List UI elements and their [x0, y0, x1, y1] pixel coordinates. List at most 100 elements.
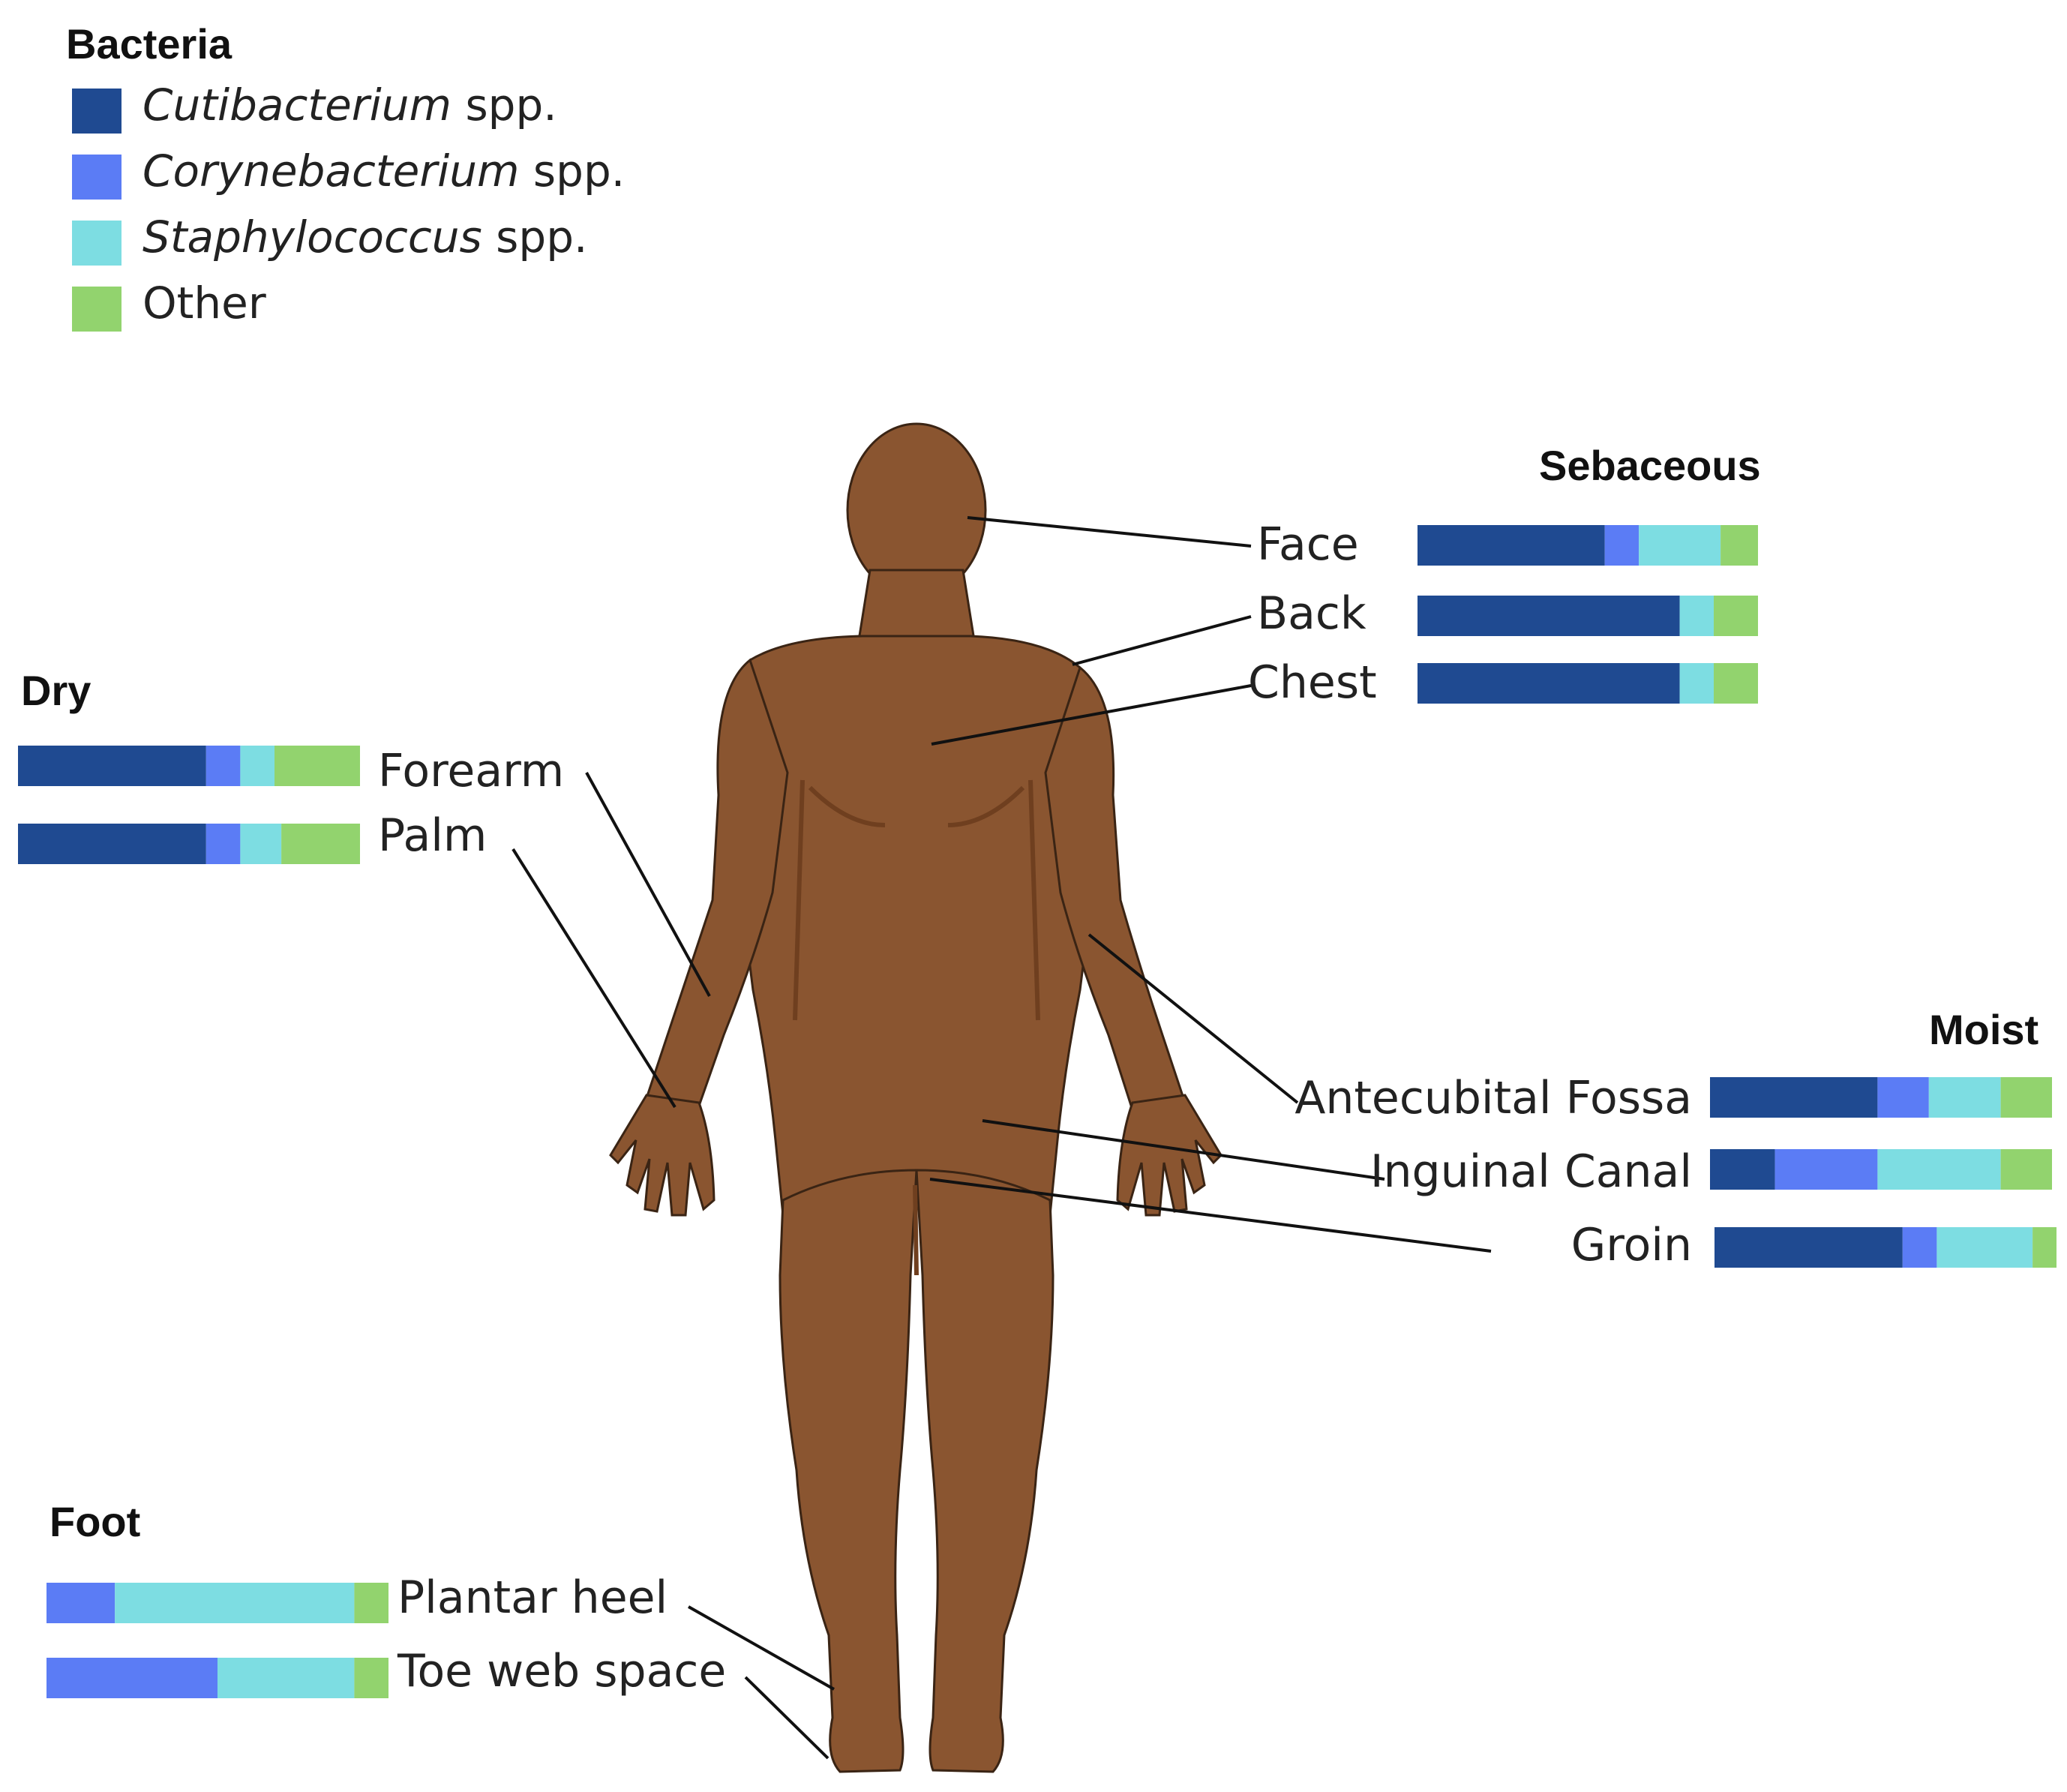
- bar-segment-inguinal-canal-other: [2000, 1149, 2052, 1190]
- site-label-chest: Chest: [1248, 656, 1377, 709]
- body-hand-right: [1116, 1094, 1222, 1217]
- bar-segment-back-staphylococcus: [1679, 596, 1714, 636]
- bar-antecubital-fossa: [1710, 1077, 2052, 1118]
- bar-segment-back-cutibacterium: [1418, 596, 1680, 636]
- shade-chest-left: [808, 785, 886, 827]
- bar-segment-inguinal-canal-corynebacterium: [1774, 1149, 1878, 1190]
- bar-segment-antecubital-fossa-other: [2000, 1077, 2052, 1118]
- bar-segment-face-other: [1720, 525, 1758, 566]
- bar-segment-forearm-corynebacterium: [206, 746, 241, 786]
- body-shading: [793, 779, 1040, 1276]
- svg-text:Other: Other: [142, 278, 266, 329]
- site-label-palm: Palm: [378, 809, 487, 862]
- svg-text:Staphylococcus spp.: Staphylococcus spp.: [142, 212, 587, 263]
- site-label-toe-web-space: Toe web space: [397, 1645, 726, 1697]
- site-label-inguinal-canal: Inguinal Canal: [1370, 1145, 1692, 1198]
- bar-segment-toe-web-space-other: [354, 1658, 388, 1698]
- shade-side-right: [1028, 779, 1040, 1021]
- site-label-back: Back: [1257, 587, 1366, 640]
- bar-toe-web-space: [46, 1658, 388, 1698]
- bar-face: [1418, 525, 1758, 566]
- legend-label-other: Other: [142, 278, 266, 329]
- bar-segment-palm-other: [281, 824, 360, 864]
- legend-suffix-cutibacterium: spp.: [452, 80, 557, 131]
- bar-segment-antecubital-fossa-corynebacterium: [1877, 1077, 1929, 1118]
- group-headers: Sebaceous Dry Moist Foot: [21, 442, 2038, 1545]
- legend-swatch-other: [72, 287, 122, 332]
- bar-segment-back-other: [1714, 596, 1758, 636]
- legend-item-cutibacterium: Cutibacterium spp.: [72, 80, 557, 134]
- bar-segment-antecubital-fossa-staphylococcus: [1928, 1077, 2001, 1118]
- bar-segment-groin-other: [2032, 1227, 2056, 1268]
- legend-swatch-corynebacterium: [72, 155, 122, 200]
- body-arm-right: [1044, 665, 1186, 1112]
- bar-segment-chest-staphylococcus: [1679, 663, 1714, 704]
- svg-text:Cutibacterium spp.: Cutibacterium spp.: [142, 80, 557, 131]
- legend-suffix-staphylococcus: spp.: [482, 212, 588, 263]
- bar-palm: [18, 824, 360, 864]
- bar-segment-palm-cutibacterium: [18, 824, 206, 864]
- legend-label-corynebacterium: Corynebacterium: [142, 146, 520, 197]
- legend-item-staphylococcus: Staphylococcus spp.: [72, 212, 587, 266]
- body-neck: [856, 569, 976, 647]
- site-labels: Face Back Chest Forearm Palm Antecubital…: [378, 518, 1692, 1697]
- bar-segment-inguinal-canal-staphylococcus: [1877, 1149, 2001, 1190]
- leader-antecubital-fossa: [1088, 933, 1299, 1104]
- legend-item-corynebacterium: Corynebacterium spp.: [72, 146, 625, 200]
- stacked-bars: [18, 525, 2056, 1698]
- leader-plantar-heel: [688, 1605, 835, 1691]
- bar-segment-plantar-heel-staphylococcus: [115, 1583, 355, 1623]
- bar-segment-palm-staphylococcus: [240, 824, 282, 864]
- bar-segment-chest-other: [1714, 663, 1758, 704]
- legend-item-other: Other: [72, 278, 266, 332]
- bar-forearm: [18, 746, 360, 786]
- bar-segment-toe-web-space-corynebacterium: [46, 1658, 218, 1698]
- bar-plantar-heel: [46, 1583, 388, 1623]
- group-header-sebaceous: Sebaceous: [1539, 442, 1761, 489]
- bar-segment-groin-staphylococcus: [1936, 1227, 2033, 1268]
- bar-segment-forearm-other: [274, 746, 360, 786]
- bar-inguinal-canal: [1710, 1149, 2052, 1190]
- bar-segment-chest-cutibacterium: [1418, 663, 1680, 704]
- group-header-dry: Dry: [21, 667, 91, 714]
- bar-segment-forearm-cutibacterium: [18, 746, 206, 786]
- bar-segment-toe-web-space-staphylococcus: [218, 1658, 355, 1698]
- site-label-face: Face: [1257, 518, 1359, 571]
- body-arm-left: [644, 658, 789, 1112]
- bar-segment-face-staphylococcus: [1639, 525, 1721, 566]
- body-leg-right: [915, 1169, 1054, 1773]
- leader-chest: [931, 684, 1252, 746]
- bar-segment-forearm-staphylococcus: [240, 746, 274, 786]
- leader-inguinal-canal: [982, 1119, 1385, 1181]
- human-body-figure: [609, 422, 1222, 1773]
- body-leg-left: [778, 1169, 918, 1773]
- bar-back: [1418, 596, 1758, 636]
- bar-chest: [1418, 663, 1758, 704]
- svg-text:Corynebacterium spp.: Corynebacterium spp.: [142, 146, 625, 197]
- bar-groin: [1714, 1227, 2056, 1268]
- shade-chest-right: [947, 785, 1025, 827]
- bar-segment-plantar-heel-other: [354, 1583, 388, 1623]
- legend-label-staphylococcus: Staphylococcus: [142, 212, 482, 263]
- leader-face: [967, 516, 1252, 548]
- bar-segment-palm-corynebacterium: [206, 824, 241, 864]
- legend-title: Bacteria: [66, 20, 232, 68]
- bar-segment-groin-cutibacterium: [1714, 1227, 1903, 1268]
- legend-suffix-corynebacterium: spp.: [520, 146, 626, 197]
- body-silhouette: [609, 422, 1222, 1773]
- legend-label-cutibacterium: Cutibacterium: [142, 80, 452, 131]
- bar-segment-plantar-heel-corynebacterium: [46, 1583, 116, 1623]
- legend-swatch-cutibacterium: [72, 89, 122, 134]
- bar-segment-antecubital-fossa-cutibacterium: [1710, 1077, 1878, 1118]
- site-label-groin: Groin: [1571, 1219, 1692, 1271]
- legend: Bacteria Cutibacterium spp. Corynebacter…: [66, 20, 625, 332]
- body-hand-left: [609, 1094, 716, 1217]
- leader-lines: [512, 516, 1492, 1760]
- group-header-moist: Moist: [1929, 1006, 2038, 1053]
- bar-segment-face-cutibacterium: [1418, 525, 1605, 566]
- legend-swatch-staphylococcus: [72, 221, 122, 266]
- site-label-plantar-heel: Plantar heel: [398, 1571, 668, 1624]
- leader-back: [1072, 615, 1252, 666]
- bar-segment-inguinal-canal-cutibacterium: [1710, 1149, 1775, 1190]
- bar-segment-face-corynebacterium: [1604, 525, 1640, 566]
